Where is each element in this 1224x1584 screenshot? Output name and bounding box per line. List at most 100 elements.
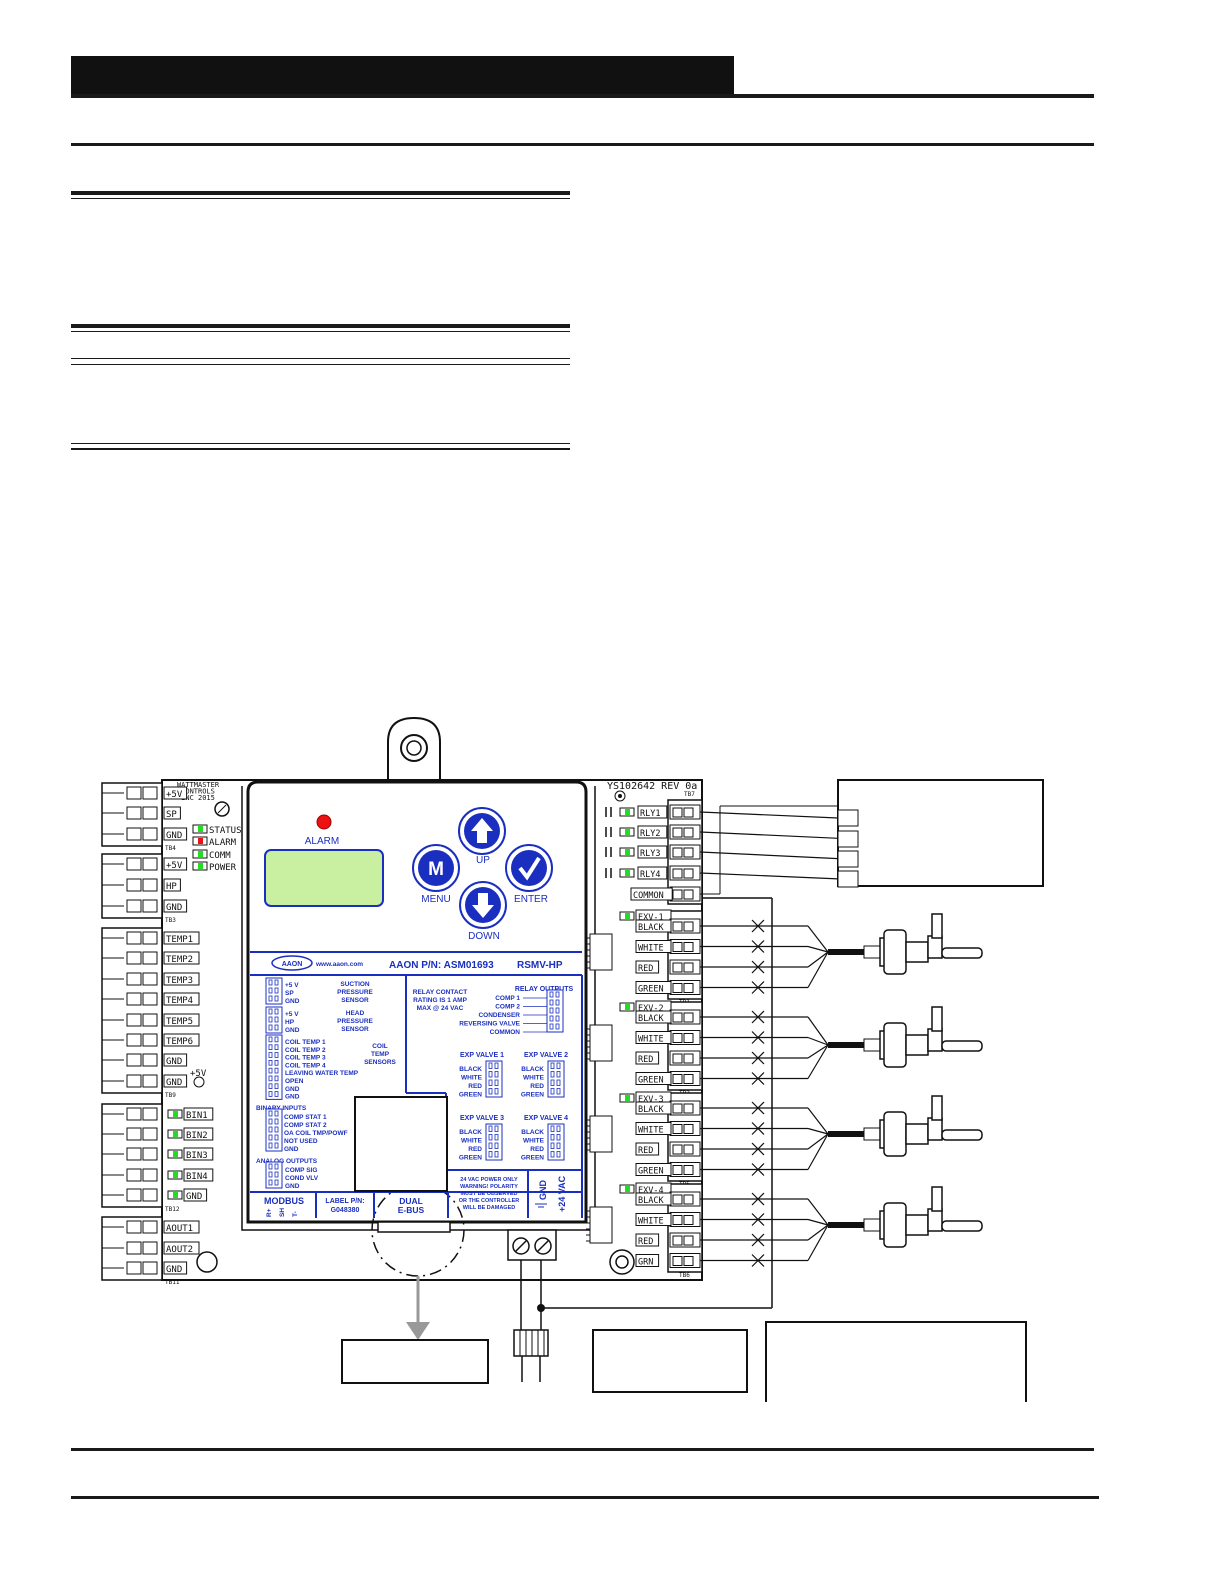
terminal-screw bbox=[126, 899, 142, 913]
vac-label: +24 VAC bbox=[557, 1175, 567, 1212]
terminal-screw bbox=[672, 1053, 683, 1064]
down-button[interactable] bbox=[459, 881, 507, 929]
valve-wire bbox=[807, 1218, 829, 1226]
wire-cut-mark bbox=[751, 1142, 765, 1156]
up-label: UP bbox=[476, 855, 490, 866]
status-led-lit bbox=[198, 851, 203, 857]
valve-wire bbox=[807, 1133, 829, 1150]
enter-label: ENTER bbox=[514, 894, 548, 905]
terminal-screw bbox=[142, 1241, 158, 1255]
exv-wire-label: BLACK bbox=[638, 1014, 664, 1024]
label-text: LABEL P/N: bbox=[325, 1198, 364, 1205]
terminal-screw bbox=[683, 1053, 694, 1064]
up-button[interactable] bbox=[458, 807, 506, 855]
terminal-screw bbox=[126, 1107, 142, 1121]
block-tag: TB11 bbox=[165, 1279, 180, 1286]
terminal-screw bbox=[126, 1147, 142, 1161]
terminal-label-box bbox=[637, 805, 668, 819]
label-text: RED bbox=[530, 1146, 544, 1153]
exv-wire-label: BLACK bbox=[638, 1196, 664, 1206]
menu-button[interactable]: M bbox=[412, 844, 460, 892]
terminal-screw bbox=[683, 868, 694, 879]
terminal-label-box bbox=[637, 845, 668, 859]
relay-terminal-label: RLY3 bbox=[640, 849, 660, 859]
terminal-screw bbox=[142, 951, 158, 965]
pin bbox=[268, 1142, 273, 1149]
wire-cut-mark bbox=[751, 1101, 765, 1115]
section-rule-1b bbox=[71, 198, 570, 199]
valve-wire bbox=[807, 1044, 829, 1079]
down-label: DOWN bbox=[468, 931, 500, 942]
pin bbox=[268, 1075, 273, 1082]
label-text: RED bbox=[468, 1146, 482, 1153]
pin bbox=[555, 1007, 560, 1014]
pin-header bbox=[265, 1034, 283, 1100]
label-text: SP bbox=[285, 990, 294, 997]
enter-button[interactable] bbox=[505, 844, 553, 892]
terminal-screw bbox=[142, 1107, 158, 1121]
valve-wire bbox=[807, 951, 829, 968]
terminal-label-box bbox=[630, 887, 673, 901]
relay-box-cell bbox=[837, 809, 859, 827]
power-warning-line: WILL BE DAMAGED bbox=[463, 1205, 515, 1211]
exv-led-lit bbox=[625, 1095, 630, 1101]
terminal-screw bbox=[126, 1127, 142, 1141]
label-text: +5 V bbox=[285, 982, 299, 989]
terminal-screw bbox=[126, 1053, 142, 1067]
modbus-pin: R+ bbox=[266, 1208, 273, 1217]
bin-led-lit bbox=[173, 1192, 178, 1198]
terminal-screw bbox=[126, 1188, 142, 1202]
valve-wire bbox=[807, 1224, 829, 1241]
exv-wire-label: RED bbox=[638, 964, 653, 974]
valve-fitting bbox=[905, 941, 929, 963]
terminal-label-box bbox=[635, 1031, 672, 1044]
label-text: G048380 bbox=[331, 1207, 360, 1214]
pin bbox=[549, 1023, 554, 1030]
pin bbox=[556, 1151, 561, 1158]
pin bbox=[494, 1062, 499, 1069]
brand-line: WATTMASTER bbox=[177, 781, 220, 789]
wire-cut-mark bbox=[751, 1213, 765, 1226]
exv-wire-label: BLACK bbox=[638, 923, 664, 933]
terminal-screw bbox=[142, 1053, 158, 1067]
label-text: WHITE bbox=[523, 1138, 545, 1145]
terminal-label-box bbox=[183, 1168, 214, 1182]
label-text: EXP VALVE 3 bbox=[460, 1115, 504, 1122]
terminal-screw bbox=[126, 806, 142, 820]
pin-header bbox=[485, 1060, 503, 1098]
terminal-label-box bbox=[163, 1013, 200, 1027]
pin bbox=[550, 1151, 555, 1158]
terminal-screw bbox=[683, 1215, 694, 1225]
wire-cut-mark bbox=[751, 1072, 765, 1085]
terminal-label-box bbox=[163, 931, 200, 945]
terminal-label-box bbox=[635, 940, 672, 953]
pin bbox=[268, 1110, 273, 1117]
terminal-screw bbox=[683, 1194, 694, 1205]
bin-led-lit bbox=[173, 1151, 178, 1157]
pin bbox=[268, 1126, 273, 1133]
status-led-label: ALARM bbox=[209, 838, 237, 848]
terminal-screw bbox=[126, 1220, 142, 1234]
valve-wire bbox=[807, 1198, 829, 1226]
terminal-screw bbox=[142, 1127, 158, 1141]
pin bbox=[488, 1088, 493, 1095]
pin bbox=[274, 1016, 279, 1023]
pin bbox=[494, 1071, 499, 1078]
terminal-label-box bbox=[635, 981, 672, 994]
terminal-screw bbox=[683, 1033, 694, 1043]
terminal-screw bbox=[683, 921, 694, 932]
wire-cut-mark bbox=[751, 940, 765, 953]
terminal-label-box bbox=[163, 972, 200, 986]
terminal-screw bbox=[683, 1235, 694, 1246]
terminal-screw bbox=[683, 889, 694, 900]
terminal-screw bbox=[672, 1124, 683, 1134]
block-tag: TB4 bbox=[165, 845, 176, 852]
relay-wire bbox=[699, 811, 839, 819]
label-text: COMP 2 bbox=[495, 1004, 520, 1011]
pin bbox=[274, 1060, 279, 1066]
pin bbox=[274, 1024, 279, 1031]
pin bbox=[550, 1079, 555, 1086]
valve-port bbox=[931, 1006, 943, 1032]
terminal-label: SP bbox=[166, 810, 177, 820]
terminal-label-box bbox=[163, 1261, 188, 1275]
